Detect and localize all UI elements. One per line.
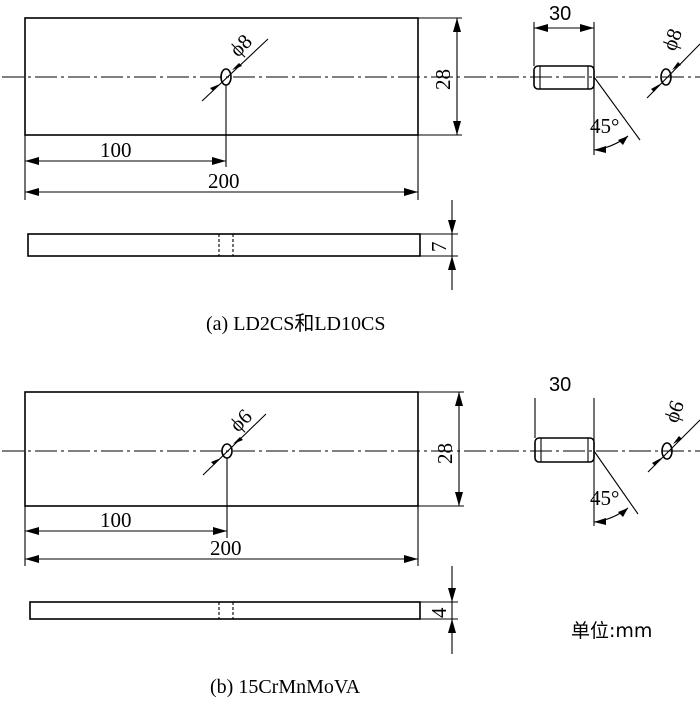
pin-length-label-b: 30 (549, 374, 571, 396)
pin-hole-a (660, 68, 672, 86)
caption-b: (b) 15CrMnMoVA (210, 676, 361, 698)
arrow (25, 527, 39, 535)
pin-dia-label-a: ϕ8 (657, 25, 687, 53)
pin-b (534, 437, 595, 463)
angle-line (593, 76, 641, 141)
arrow (618, 136, 628, 145)
arrow (594, 146, 606, 153)
arrow (453, 121, 461, 135)
arrow (618, 508, 628, 517)
thickness-label-b: 4 (427, 607, 451, 618)
arrow (672, 62, 681, 70)
arrow (404, 555, 418, 563)
length-label-a: 200 (208, 169, 240, 193)
angle-line (593, 450, 639, 515)
plate-outline-b (24, 391, 419, 507)
height-label-a: 28 (431, 69, 455, 90)
angle-label-b: 45° (590, 486, 619, 510)
half-length-label-a: 100 (100, 138, 132, 162)
part-a: ϕ8 28 100 200 7 (2, 3, 700, 335)
arrow (404, 188, 418, 196)
arrow (211, 458, 221, 465)
half-length-label-b: 100 (100, 508, 132, 532)
part-b: ϕ6 28 100 200 4 30 (2, 374, 700, 698)
arrow (651, 84, 660, 92)
arrow (453, 18, 461, 32)
arrow (232, 63, 242, 70)
angle-label-a: 45° (590, 114, 619, 138)
arrow (448, 588, 456, 602)
arrow (448, 619, 456, 633)
hole-dia-label-a: ϕ8 (225, 29, 257, 61)
arrow (213, 527, 227, 535)
arrow (212, 157, 226, 165)
unit-note: 单位:mm (571, 620, 652, 642)
thickness-label-a: 7 (427, 242, 451, 253)
pin-dia-label-b: ϕ6 (659, 397, 689, 425)
arrow (210, 84, 220, 91)
hole-dia-label-b: ϕ6 (225, 404, 257, 436)
arrow (652, 458, 661, 466)
length-label-b: 200 (210, 536, 242, 560)
arrow (534, 24, 548, 32)
hole-leader-b (202, 413, 267, 476)
caption-a: (a) LD2CS和LD10CS (206, 312, 385, 335)
arrow (448, 220, 456, 234)
arrow (455, 492, 463, 506)
arrow (25, 555, 39, 563)
arrow (455, 392, 463, 406)
side-view-b (29, 601, 421, 620)
arrow (673, 436, 682, 444)
height-label-b: 28 (433, 443, 457, 464)
pin-hole-b (661, 442, 673, 460)
arrow (594, 518, 606, 525)
arrow (580, 24, 594, 32)
arrow (448, 256, 456, 270)
pin-length-label-a: 30 (549, 3, 571, 25)
arrow (25, 188, 39, 196)
arrow (233, 437, 243, 444)
arrow (25, 157, 39, 165)
side-view-a (27, 233, 421, 257)
